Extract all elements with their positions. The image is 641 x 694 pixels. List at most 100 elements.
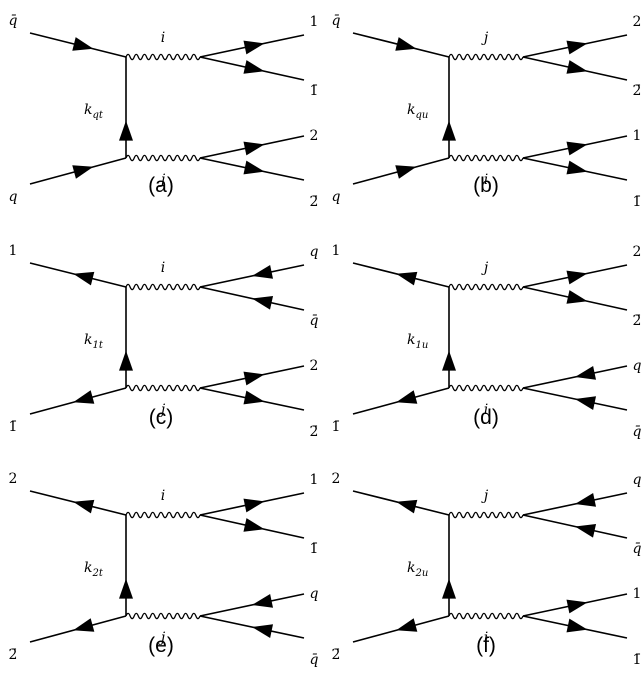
bottom-right-outgoing-label: 2 [310, 128, 319, 144]
top-left-particle-label: q̄ [332, 13, 341, 29]
top-left-arrow-icon [71, 267, 95, 286]
diagram-caption: (b) [473, 174, 499, 197]
propagator-momentum-label: k2t [84, 560, 104, 579]
top-left-arrow-icon [71, 495, 95, 514]
propagator-momentum-symbol: k [84, 332, 92, 348]
top-left-particle-label: q̄ [9, 13, 18, 29]
top-left-particle-label: 2 [332, 471, 341, 487]
top-boson-wavy-line [448, 283, 524, 291]
top-right-outgoing-label: q [310, 244, 319, 260]
top-right-incoming-label: 1̄ [310, 541, 319, 557]
top-right-lower-arrow-icon [573, 519, 597, 538]
bottom-right-incoming-label: 2̄ [310, 194, 319, 210]
diagram-caption: (d) [473, 406, 499, 429]
bottom-boson-wavy-line [448, 612, 524, 620]
propagator-momentum-symbol: k [407, 332, 415, 348]
top-right-upper-arrow-icon [243, 36, 266, 55]
bottom-left-arrow-icon [394, 618, 418, 638]
top-left-arrow-icon [394, 267, 418, 286]
top-right-outgoing-label: 2 [633, 14, 641, 30]
bottom-right-lower-arrow-icon [566, 160, 589, 179]
propagator-momentum-symbol: k [407, 560, 415, 576]
top-right-lower-arrow-icon [566, 290, 590, 309]
diagram-caption: (a) [148, 174, 174, 197]
top-right-incoming-label: 2̄ [633, 83, 641, 99]
propagator-momentum-label: kqu [407, 102, 428, 121]
top-right-lower-arrow-icon [243, 60, 267, 79]
bottom-right-outgoing-label: 1 [633, 128, 641, 144]
top-right-incoming-label: q̄ [310, 313, 319, 329]
bottom-left-particle-label: 1̄ [332, 419, 341, 435]
bottom-left-particle-label: 2̄ [332, 647, 341, 663]
bottom-left-arrow-icon [395, 160, 419, 179]
propagator-momentum-subscript: qt [92, 110, 103, 121]
bottom-right-lower-arrow-icon [250, 620, 274, 638]
propagator-arrow-icon [442, 120, 456, 141]
bottom-right-upper-arrow-icon [566, 595, 589, 614]
top-right-upper-arrow-icon [566, 36, 589, 55]
propagator-momentum-subscript: 1u [415, 340, 428, 351]
bottom-right-upper-arrow-icon [566, 137, 589, 156]
propagator-arrow-icon [119, 120, 133, 141]
top-left-particle-label: 1 [332, 243, 341, 259]
top-right-upper-arrow-icon [566, 266, 589, 285]
top-boson-wavy-line [448, 53, 524, 61]
top-boson-wavy-line [125, 283, 201, 291]
top-right-lower-arrow-icon [566, 60, 590, 79]
bottom-right-incoming-label: 2̄ [310, 424, 319, 440]
top-boson-label: i [161, 260, 165, 276]
propagator-arrow-icon [442, 350, 456, 371]
bottom-left-arrow-icon [394, 390, 418, 410]
top-right-upper-arrow-icon [573, 493, 597, 511]
bottom-right-upper-arrow-icon [250, 594, 274, 612]
bottom-right-upper-arrow-icon [573, 366, 597, 384]
top-boson-label: j [481, 260, 489, 276]
bottom-boson-label: i [484, 172, 488, 188]
propagator-momentum-symbol: k [407, 102, 415, 118]
diagram-caption: (f) [476, 634, 496, 657]
propagator-arrow-icon [119, 578, 133, 599]
bottom-left-particle-label: q [332, 189, 341, 205]
bottom-right-incoming-label: 1̄ [633, 652, 641, 668]
bottom-right-outgoing-label: q [633, 358, 641, 374]
propagator-momentum-symbol: k [84, 102, 92, 118]
bottom-left-arrow-icon [71, 390, 95, 410]
propagator-momentum-label: k2u [407, 560, 428, 579]
bottom-left-particle-label: 2̄ [9, 647, 18, 663]
bottom-boson-wavy-line [125, 384, 201, 392]
bottom-left-particle-label: q [9, 189, 18, 205]
bottom-boson-wavy-line [448, 384, 524, 392]
top-boson-wavy-line [125, 53, 201, 61]
top-right-outgoing-label: 2 [633, 244, 641, 260]
bottom-boson-label: j [158, 402, 166, 418]
bottom-right-lower-arrow-icon [566, 618, 589, 637]
bottom-right-outgoing-label: q [310, 586, 319, 602]
bottom-boson-label: j [158, 172, 166, 188]
bottom-boson-wavy-line [125, 612, 201, 620]
bottom-left-particle-label: 1̄ [9, 419, 18, 435]
propagator-arrow-icon [119, 350, 133, 371]
bottom-boson-label: i [484, 402, 488, 418]
top-right-outgoing-label: 1 [310, 472, 319, 488]
bottom-right-upper-arrow-icon [243, 137, 266, 156]
bottom-boson-label: i [484, 630, 488, 646]
top-left-particle-label: 1 [9, 243, 18, 259]
top-right-upper-arrow-icon [250, 265, 274, 283]
propagator-momentum-label: k1u [407, 332, 428, 351]
top-boson-label: j [481, 30, 489, 46]
propagator-momentum-subscript: 1t [92, 340, 103, 351]
top-right-incoming-label: q̄ [633, 541, 641, 557]
top-boson-label: i [161, 30, 165, 46]
bottom-right-lower-arrow-icon [243, 390, 266, 409]
top-left-arrow-icon [394, 495, 418, 514]
propagator-momentum-label: k1t [84, 332, 104, 351]
propagator-momentum-subscript: 2t [91, 568, 103, 579]
bottom-right-upper-arrow-icon [243, 367, 266, 386]
top-right-outgoing-label: q [633, 472, 641, 488]
propagator-momentum-symbol: k [84, 560, 92, 576]
